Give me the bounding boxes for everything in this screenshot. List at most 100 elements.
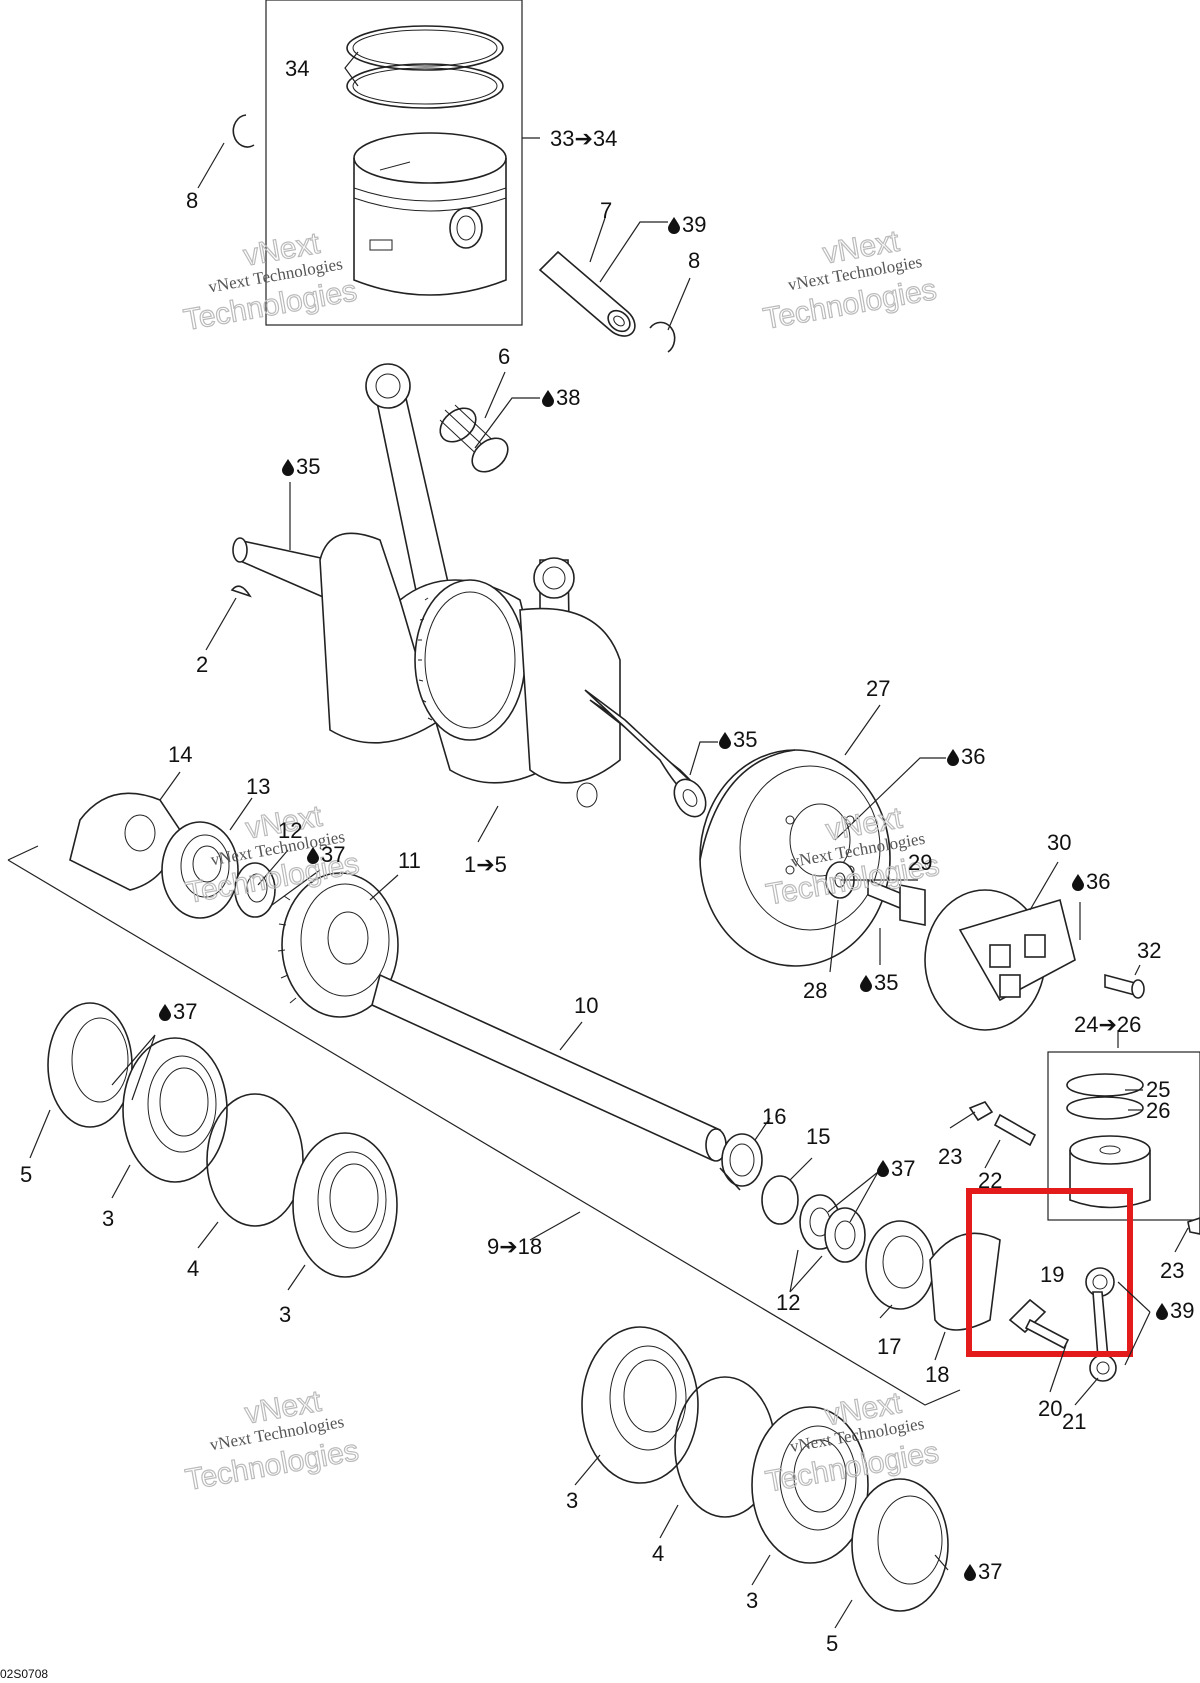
callout: 3 [566, 1488, 578, 1513]
drop-icon [542, 390, 554, 407]
circlip-4-left [206, 1093, 304, 1227]
callout: 30 [1047, 830, 1071, 855]
pin-19 [1008, 1298, 1047, 1334]
drawing-code: 02S0708 [0, 1667, 48, 1681]
callout: 3 [746, 1588, 758, 1613]
balancer-shaft-10 [371, 973, 721, 1162]
leader-lines [29, 51, 1189, 1629]
watermark-1: vNext vNext Technologies Technologies [181, 226, 360, 337]
callout: 20 [1038, 1396, 1062, 1421]
drop-icon [947, 749, 959, 766]
bearing-3-left-a [122, 1037, 228, 1183]
flywheel [699, 749, 891, 967]
seal-5-bottom [851, 1478, 949, 1612]
callout: 25 [1146, 1077, 1170, 1102]
watermark-5: vNext vNext Technologies Technologies [182, 1384, 361, 1497]
callout: 6 [498, 344, 510, 369]
drop-icon [159, 1004, 171, 1021]
seal-5-left [47, 1002, 133, 1128]
drop-icon [282, 459, 294, 476]
pin-22 [993, 1113, 1037, 1147]
callout: 36 [1086, 869, 1110, 894]
callout: 12 [278, 818, 302, 843]
callout: 37 [321, 842, 345, 867]
callout: 17 [877, 1334, 901, 1359]
callout: 15 [806, 1124, 830, 1149]
balancer-gear-11 [277, 872, 399, 1018]
callout: 27 [866, 676, 890, 701]
callout: 34 [285, 56, 309, 81]
nut-23-right [1187, 1217, 1200, 1235]
callout: 37 [891, 1156, 915, 1181]
callout: 24➔26 [1074, 1012, 1141, 1037]
callout: 35 [733, 727, 757, 752]
piston-group-box [265, 0, 523, 326]
callout: 3 [102, 1206, 114, 1231]
callout: 4 [652, 1541, 664, 1566]
watermark-2: vNext vNext Technologies Technologies [760, 224, 939, 336]
callout: 18 [925, 1362, 949, 1387]
callout: 23 [1160, 1258, 1184, 1283]
drop-icon [719, 732, 731, 749]
callout: 28 [803, 978, 827, 1003]
callout: 23 [938, 1144, 962, 1169]
callout: 38 [556, 385, 580, 410]
piston-ring-lower [346, 63, 504, 109]
callout: 9➔18 [487, 1234, 542, 1259]
callout: 2 [196, 652, 208, 677]
callout: 37 [978, 1559, 1002, 1584]
callout: 21 [1062, 1409, 1086, 1434]
callout: 22 [978, 1168, 1002, 1193]
piston-ring-upper [346, 25, 504, 71]
needle-bearing-16 [719, 1133, 763, 1191]
callout: 5 [826, 1631, 838, 1656]
callout: 35 [874, 970, 898, 995]
bearing-3-bottom-b [751, 1406, 869, 1564]
balancer-shaft-group [7, 792, 1001, 1406]
circlip-right [649, 321, 676, 353]
callout: 13 [246, 774, 270, 799]
left-bearing-stack [47, 1002, 398, 1278]
needle-bearing [439, 404, 509, 473]
screw-20 [1024, 1318, 1070, 1350]
bearing-3-left-b [292, 1132, 398, 1278]
piston-pin [538, 250, 636, 337]
callout: 32 [1137, 938, 1161, 963]
callout: 16 [762, 1104, 786, 1129]
drive-coupling [924, 889, 1076, 1031]
callout: 5 [20, 1162, 32, 1187]
callout: 1➔5 [464, 852, 507, 877]
callout: 39 [682, 212, 706, 237]
callout: 8 [688, 248, 700, 273]
small-conrod-21 [1085, 1267, 1117, 1382]
callout: 3 [279, 1302, 291, 1327]
small-piston-group-box [1047, 1051, 1200, 1221]
crankshaft-assembly [232, 363, 707, 818]
callout-labels: 34 8 33➔34 7 39 8 6 38 35 2 27 35 36 14 … [20, 56, 1194, 1656]
ball-bearing-17 [865, 1220, 935, 1310]
counterweight-18 [929, 1232, 1001, 1331]
callout: 35 [296, 454, 320, 479]
callout: 12 [776, 1290, 800, 1315]
small-piston-group [1047, 1051, 1200, 1221]
ball-bearing-13 [161, 821, 239, 919]
drop-icon [1072, 874, 1084, 891]
balancer-group-frame [7, 845, 961, 1406]
nut-23 [968, 1101, 994, 1122]
bearing-3-bottom-a [581, 1326, 699, 1484]
callout: 14 [168, 742, 192, 767]
bottom-bearing-stack [581, 1326, 949, 1612]
highlighted-small-conrod-parts [1008, 1267, 1117, 1382]
drop-icon [964, 1564, 976, 1581]
callout: 26 [1146, 1098, 1170, 1123]
drop-icon [877, 1160, 889, 1177]
callout: 19 [1040, 1262, 1064, 1287]
drop-icon [860, 975, 872, 992]
circlip-left [232, 114, 255, 148]
piston-assembly-group [232, 0, 523, 326]
callout: 29 [908, 850, 932, 875]
callout: 36 [961, 744, 985, 769]
allen-screw-32 [1104, 973, 1136, 997]
callout: 4 [187, 1256, 199, 1281]
